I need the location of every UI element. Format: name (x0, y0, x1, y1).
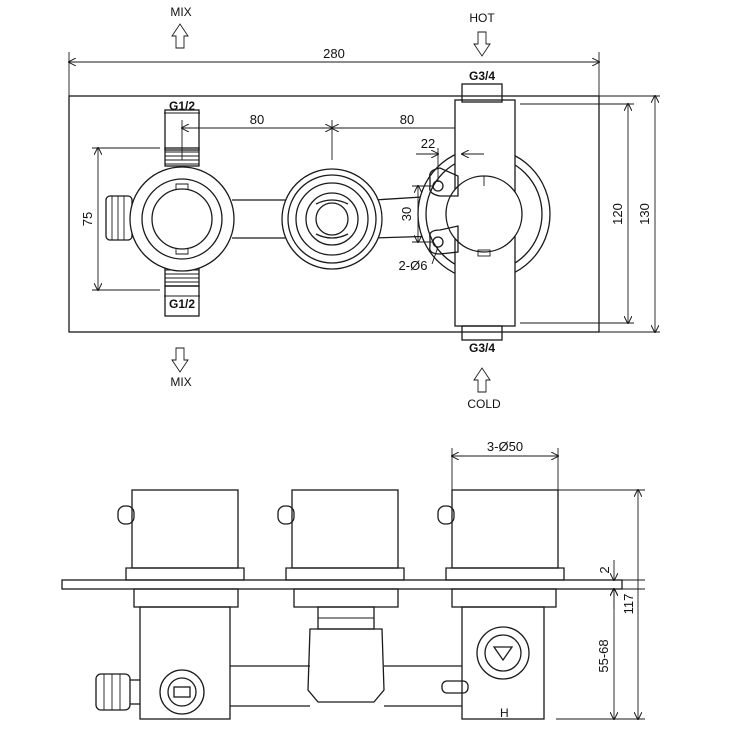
cold-label: COLD (467, 397, 501, 411)
g12-top-label: G1/2 (169, 99, 195, 113)
dim-left-outlet: 75 (80, 148, 160, 290)
hot-arrow-icon (473, 31, 491, 57)
g34-top-label: G3/4 (469, 69, 495, 83)
hot-label: HOT (469, 11, 495, 25)
body-right: H (441, 588, 557, 720)
mix-bottom-arrow-icon (171, 347, 189, 373)
handle-left (117, 489, 245, 581)
svg-text:30: 30 (399, 207, 414, 221)
svg-text:130: 130 (637, 203, 652, 225)
dim-holes: 22 30 2-Ø6 (399, 136, 484, 273)
svg-text:117: 117 (621, 594, 636, 615)
svg-text:3-Ø50: 3-Ø50 (487, 439, 523, 454)
left-valve (105, 109, 235, 317)
top-view: MIX HOT MIX COLD 280 (69, 5, 660, 411)
dim-handle-diameter: 3-Ø50 (452, 439, 558, 490)
cold-arrow-icon (473, 367, 491, 393)
svg-text:80: 80 (400, 112, 414, 127)
mix-bottom-label: MIX (170, 375, 191, 389)
dim-side-depths: 117 2 55-68 (556, 490, 645, 719)
handle-middle (277, 489, 405, 581)
middle-valve (281, 168, 383, 270)
side-view: 3-Ø50 (61, 439, 645, 720)
mix-top-label: MIX (170, 5, 191, 19)
handle-right (437, 489, 565, 581)
svg-text:22: 22 (421, 136, 435, 151)
g12-bottom-label: G1/2 (169, 297, 195, 311)
svg-text:120: 120 (610, 203, 625, 225)
svg-text:2: 2 (597, 566, 612, 573)
svg-text:2-Ø6: 2-Ø6 (399, 258, 428, 273)
hot-marker-icon: H (500, 706, 509, 720)
dim-plate-heights: 120 130 (520, 96, 660, 332)
svg-text:55-68: 55-68 (596, 639, 611, 672)
g34-bottom-label: G3/4 (469, 341, 495, 355)
cover-plate (68, 95, 600, 333)
svg-text:80: 80 (250, 112, 264, 127)
right-valve (417, 83, 551, 341)
dim-overall-width: 280 (69, 46, 599, 96)
svg-text:75: 75 (80, 212, 95, 226)
cover-plate-side (61, 579, 623, 590)
mix-top-arrow-icon (171, 23, 189, 49)
pipe-side (230, 665, 462, 707)
body-left (95, 588, 239, 720)
dim-spacing: 80 80 (182, 112, 482, 160)
svg-text:280: 280 (323, 46, 345, 61)
body-middle (293, 588, 399, 703)
